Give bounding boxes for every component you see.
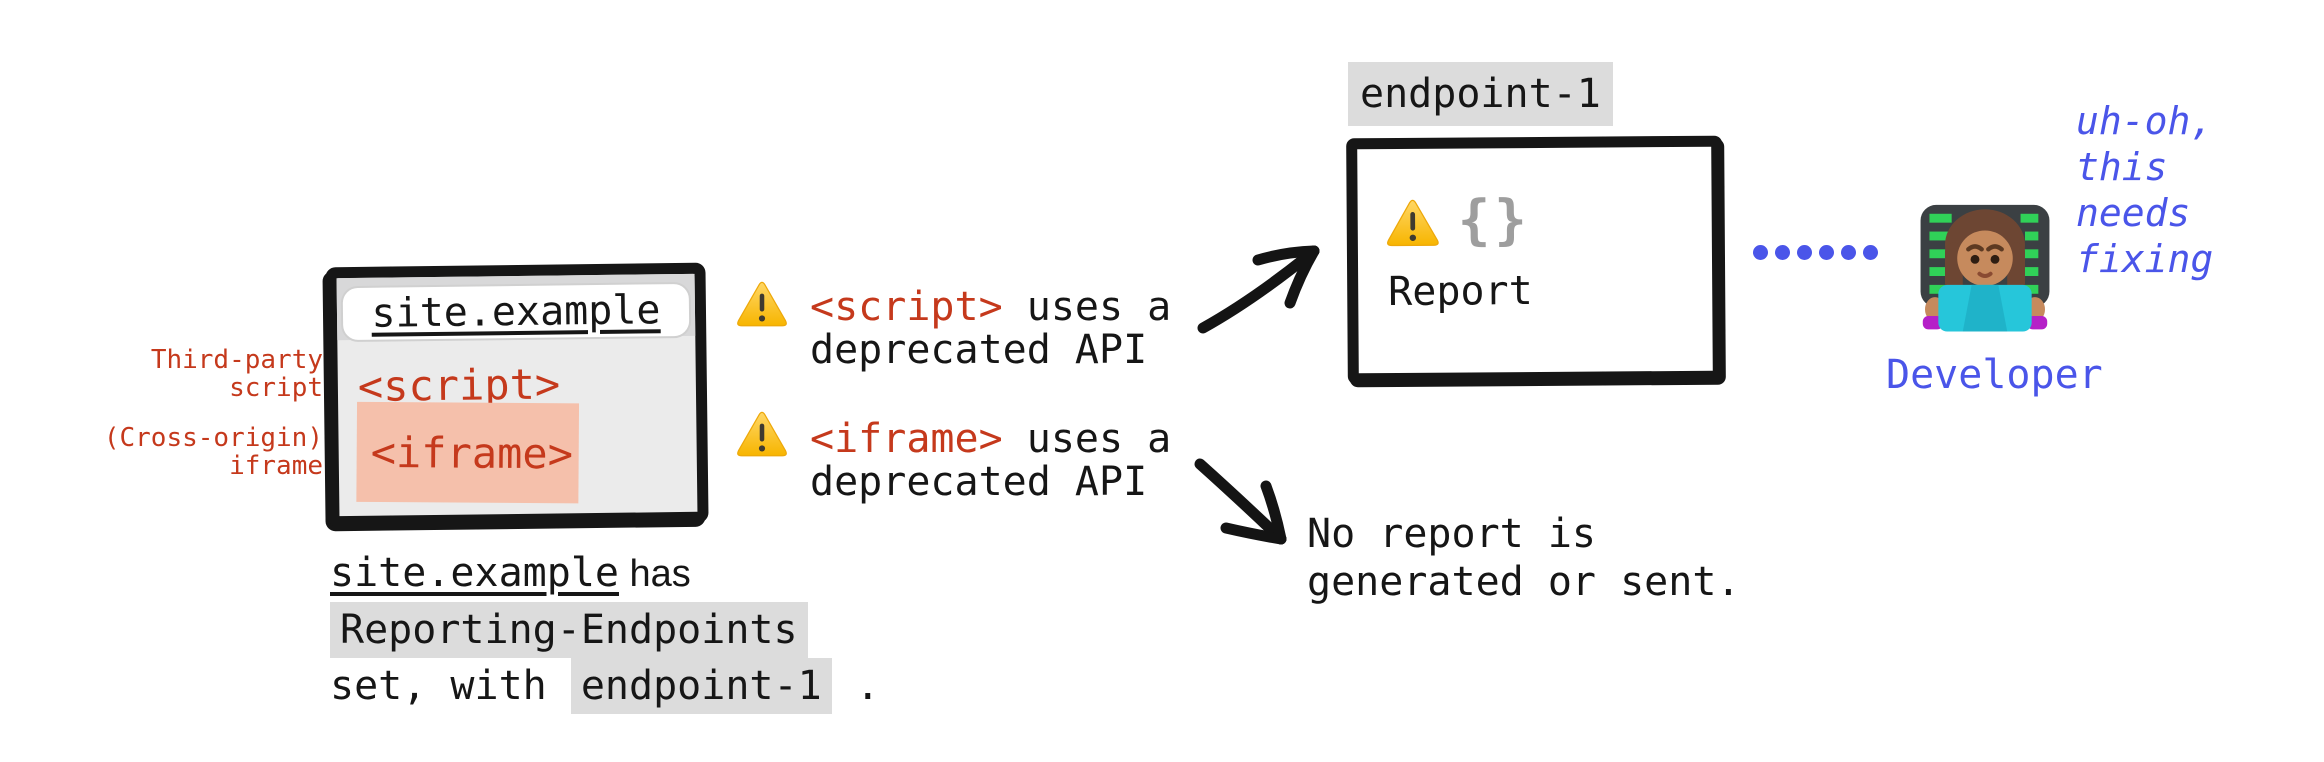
developer-person: [1922, 209, 2048, 332]
caption-line2: Reporting-Endpoints: [330, 602, 880, 658]
report-box: {} Report: [1346, 135, 1724, 385]
address-url: site.example: [371, 287, 661, 337]
no-report-line2: generated or sent.: [1307, 559, 1741, 605]
developer-thought: uh-oh, this needs fixing: [2076, 98, 2213, 282]
warning-icon: [1387, 199, 1439, 247]
caption-endpoint: endpoint-1: [570, 658, 832, 714]
dot: [1841, 245, 1856, 260]
endpoint-1-label: endpoint-1: [1348, 62, 1613, 126]
warning-script-line2: deprecated API: [810, 327, 1148, 373]
dot: [1819, 245, 1834, 260]
json-braces-icon: {}: [1457, 188, 1531, 252]
dot: [1797, 245, 1812, 260]
third-party-script-label-line1: Third-party: [150, 345, 323, 375]
thought-line1: uh-oh,: [2076, 99, 2214, 143]
warning-iframe-tag: <iframe>: [810, 416, 1003, 462]
cross-origin-iframe-label: (Cross-origin) iframe: [60, 424, 323, 480]
dot: [1753, 245, 1768, 260]
iframe-highlight: <iframe>: [356, 401, 580, 504]
caption-set-with: set, with: [330, 663, 571, 709]
arrow-to-no-report: [1194, 458, 1287, 545]
dot: [1775, 245, 1790, 260]
warning-text-script: <script> uses a deprecated API: [810, 286, 1171, 372]
dotted-connector: [1753, 245, 1878, 260]
warning-iframe-line2: deprecated API: [810, 459, 1148, 505]
browser-chrome-bar: site.example: [336, 273, 696, 341]
caption-site: site.example: [330, 550, 619, 596]
warning-iframe-rest: uses a: [1002, 416, 1172, 462]
thought-line3: needs: [2076, 191, 2191, 235]
address-bar: site.example: [342, 283, 690, 341]
thought-line2: this: [2076, 145, 2168, 189]
warning-icon: [737, 411, 787, 457]
arrow-to-endpoint: [1197, 245, 1320, 334]
thought-line4: fixing: [2076, 237, 2214, 281]
third-party-script-label: Third-party script: [60, 346, 323, 402]
warning-icon: [737, 281, 787, 327]
third-party-script-label-line2: script: [229, 373, 323, 403]
caption-line1: site.example has: [330, 545, 880, 602]
developer-label: Developer: [1886, 352, 2103, 398]
warning-script-line1: <script> uses a: [810, 286, 1171, 329]
caption-header-name: Reporting-Endpoints: [330, 602, 808, 658]
dot: [1863, 245, 1878, 260]
cross-origin-iframe-label-line1: (Cross-origin): [103, 423, 323, 453]
browser-window: site.example <script> <iframe>: [325, 262, 709, 528]
warning-script-tag: <script>: [810, 284, 1003, 330]
caption-has: has: [618, 553, 691, 595]
caption-line3: set, with endpoint-1 .: [330, 658, 880, 714]
warning-text-iframe: <iframe> uses a deprecated API: [810, 418, 1171, 504]
no-report-line1: No report is: [1307, 511, 1596, 557]
developer-emoji: [1920, 204, 2050, 332]
no-report-text: No report is generated or sent.: [1307, 510, 1740, 606]
caption-period: .: [831, 663, 880, 709]
warning-iframe-line1: <iframe> uses a: [810, 418, 1171, 461]
report-label: Report: [1388, 268, 1533, 316]
caption: site.example has Reporting-Endpoints set…: [330, 545, 880, 714]
warning-script-rest: uses a: [1002, 284, 1172, 330]
iframe-tag-text: <iframe>: [370, 427, 574, 478]
cross-origin-iframe-label-line2: iframe: [229, 451, 323, 481]
